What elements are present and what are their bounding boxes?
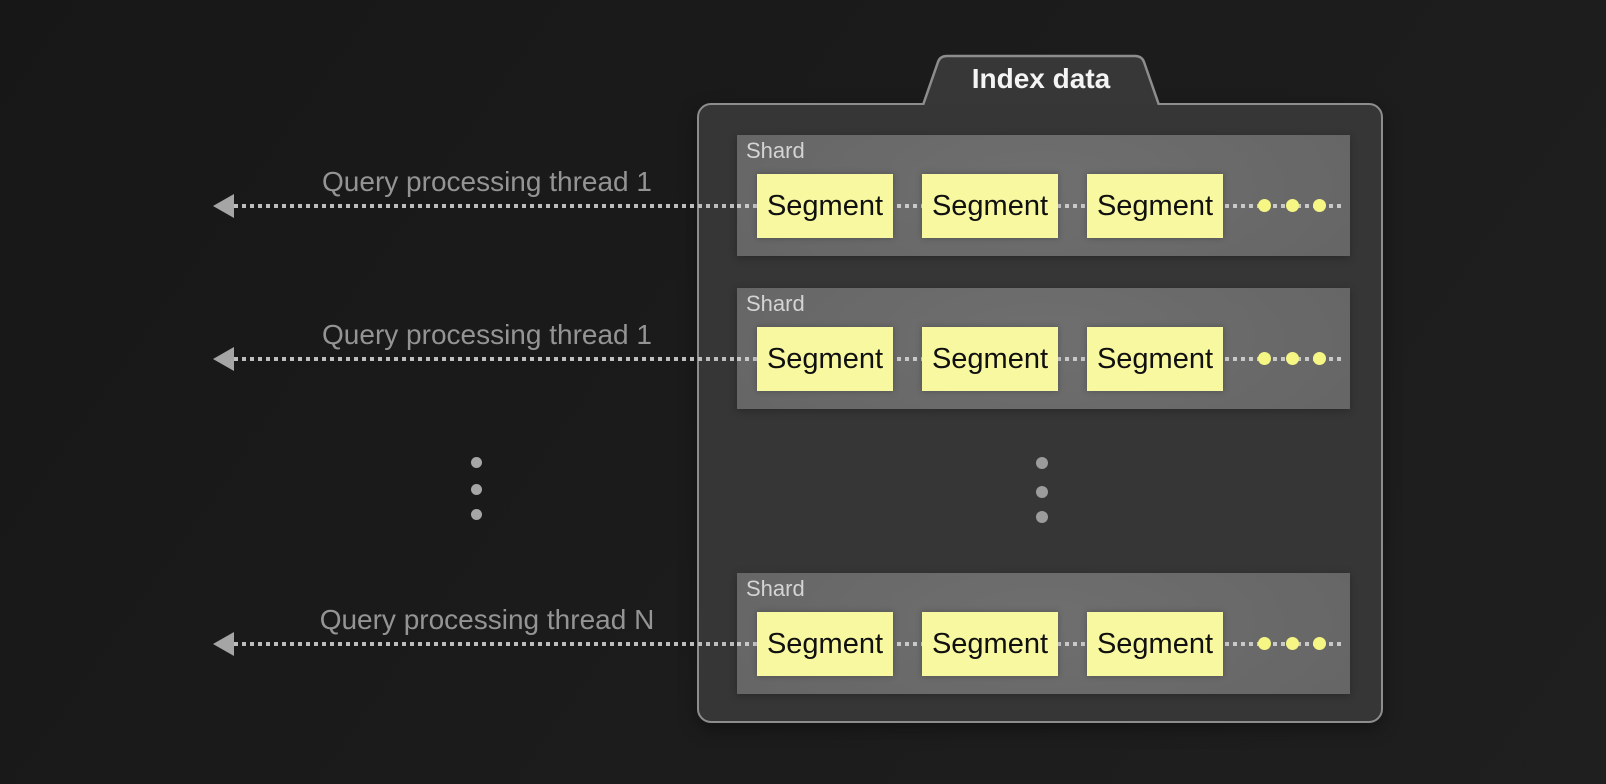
vertical-ellipsis-icon xyxy=(1036,511,1048,523)
dotted-arrow-line xyxy=(234,204,737,208)
shard-row-n: Shard Segment Segment Segment xyxy=(737,573,1350,694)
shard-row-1: Shard Segment Segment Segment xyxy=(737,135,1350,256)
dotted-arrow-line xyxy=(234,357,737,361)
thread-label-1: Query processing thread 1 xyxy=(322,166,652,197)
arrow-left-icon xyxy=(213,632,234,656)
horizontal-ellipsis-icon xyxy=(1313,352,1326,365)
segment-box: Segment xyxy=(922,174,1058,238)
vertical-ellipsis-icon xyxy=(471,484,482,495)
horizontal-ellipsis-icon xyxy=(1286,637,1299,650)
thread-label-2: Query processing thread 1 xyxy=(322,319,652,350)
index-data-container: Shard Segment Segment Segment Shard Segm… xyxy=(697,103,1383,723)
shard-label: Shard xyxy=(746,291,805,316)
segment-box: Segment xyxy=(1087,612,1223,676)
segment-box: Segment xyxy=(757,327,893,391)
vertical-ellipsis-icon xyxy=(1036,486,1048,498)
horizontal-ellipsis-icon xyxy=(1286,352,1299,365)
shard-row-2: Shard Segment Segment Segment xyxy=(737,288,1350,409)
index-data-tab xyxy=(921,54,1161,105)
vertical-ellipsis-icon xyxy=(471,457,482,468)
vertical-ellipsis-icon xyxy=(1036,457,1048,469)
horizontal-ellipsis-icon xyxy=(1313,199,1326,212)
arrow-left-icon xyxy=(213,347,234,371)
arrow-left-icon xyxy=(213,194,234,218)
vertical-ellipsis-icon xyxy=(471,509,482,520)
horizontal-ellipsis-icon xyxy=(1258,199,1271,212)
horizontal-ellipsis-icon xyxy=(1258,637,1271,650)
shard-label: Shard xyxy=(746,138,805,163)
segment-box: Segment xyxy=(922,612,1058,676)
index-data-title: Index data xyxy=(971,63,1111,94)
horizontal-ellipsis-icon xyxy=(1313,637,1326,650)
segment-box: Segment xyxy=(922,327,1058,391)
segment-box: Segment xyxy=(757,174,893,238)
shard-label: Shard xyxy=(746,576,805,601)
thread-label-n: Query processing thread N xyxy=(319,604,655,635)
dotted-arrow-line xyxy=(234,642,737,646)
segment-box: Segment xyxy=(1087,327,1223,391)
segment-box: Segment xyxy=(1087,174,1223,238)
segment-box: Segment xyxy=(757,612,893,676)
horizontal-ellipsis-icon xyxy=(1286,199,1299,212)
horizontal-ellipsis-icon xyxy=(1258,352,1271,365)
